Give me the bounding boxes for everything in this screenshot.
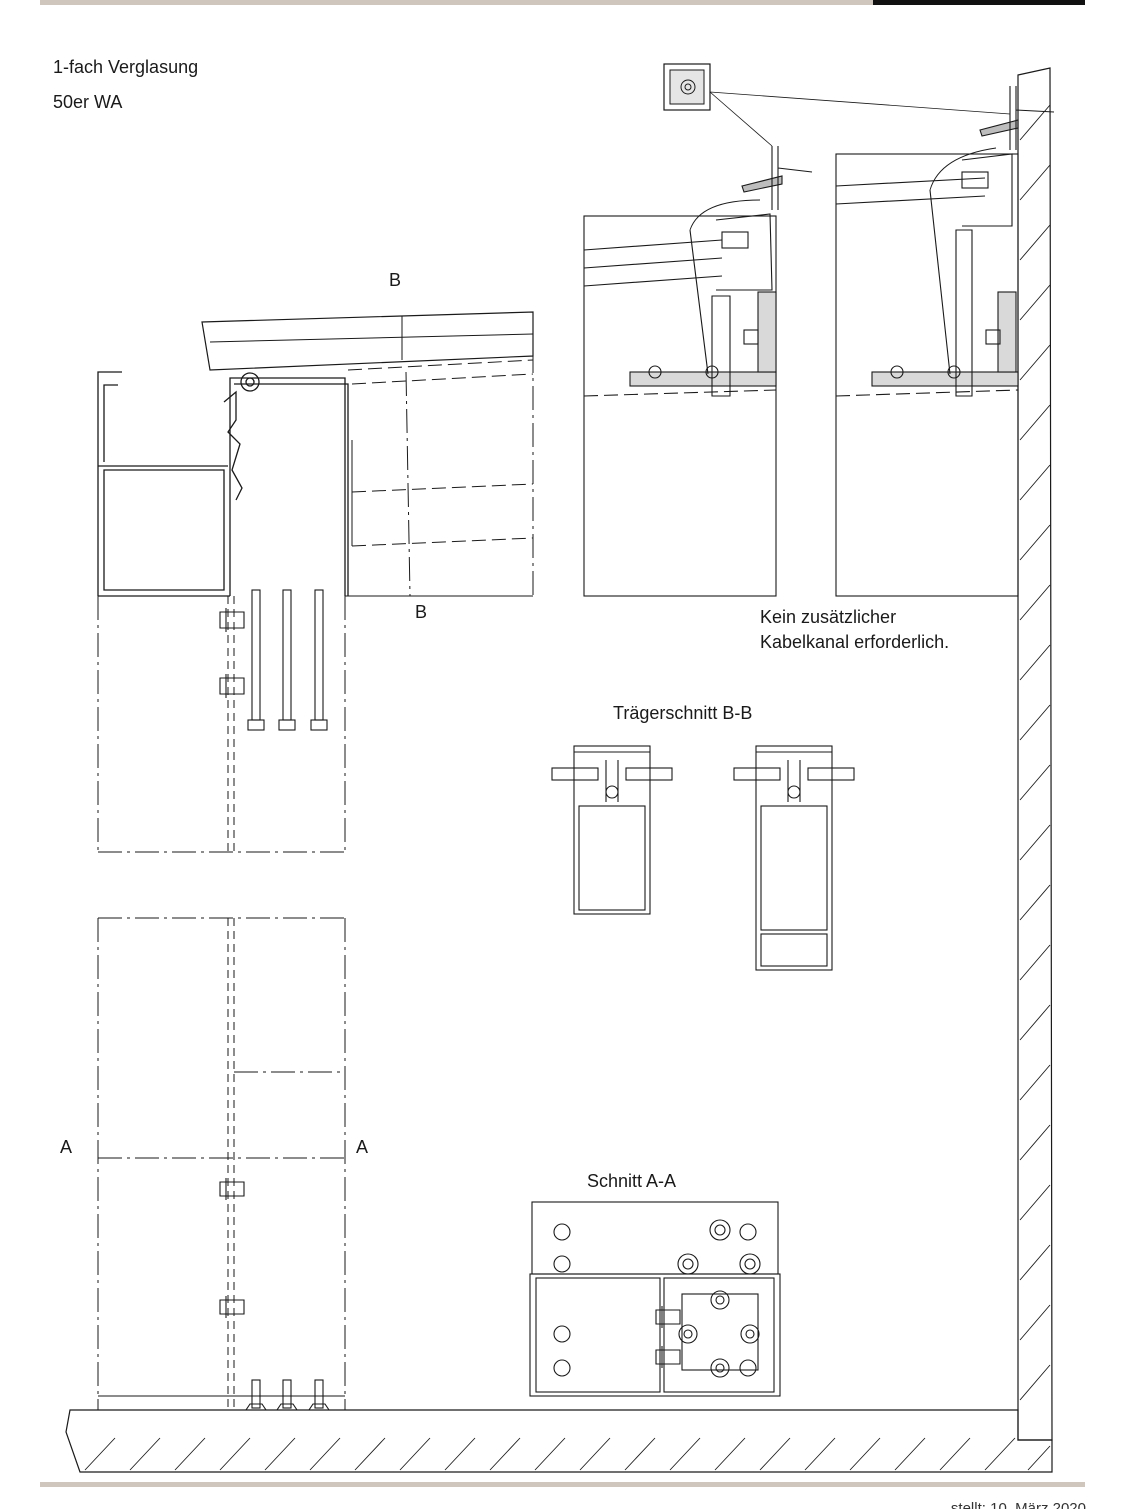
roof-connection-right — [835, 86, 1055, 597]
roof-beam-upper — [201, 311, 534, 597]
beam-section-title: Trägerschnitt B-B — [613, 703, 753, 723]
post-bolts-upper — [219, 589, 328, 731]
profile-label: 50er WA — [53, 92, 123, 112]
cable-note-line2: Kabelkanal erforderlich. — [760, 632, 950, 652]
beam-section-right — [733, 745, 855, 971]
top-dark-bar — [873, 0, 1085, 5]
post-lower — [97, 917, 346, 1411]
floor-hatching — [84, 1437, 1051, 1471]
section-aa-title: Schnitt A-A — [587, 1171, 677, 1191]
glazing-label: 1-fach Verglasung — [53, 57, 199, 77]
bottom-accent-bar — [40, 1482, 1085, 1487]
wall-hatching — [1019, 104, 1051, 1401]
beam-section-left — [551, 745, 673, 915]
roof-connection-middle — [583, 146, 813, 597]
cable-note: Kein zusätzlicher Kabelkanal erforderlic… — [760, 605, 949, 655]
right-wall — [1017, 67, 1053, 1441]
detail-callout — [663, 63, 1011, 147]
cable-note-line1: Kein zusätzlicher — [760, 607, 897, 627]
top-accent-bar — [40, 0, 873, 5]
post-dashed-upper — [97, 596, 346, 853]
post-profile-upper — [97, 371, 349, 597]
section-marker-b-bottom: B — [415, 602, 428, 622]
section-marker-a-left: A — [60, 1137, 73, 1157]
section-aa — [529, 1201, 781, 1397]
section-marker-a-right: A — [356, 1137, 369, 1157]
footer-date: stellt: 10. März 2020 — [950, 1500, 1086, 1509]
section-marker-b-top: B — [389, 270, 402, 290]
floor — [65, 1409, 1053, 1473]
